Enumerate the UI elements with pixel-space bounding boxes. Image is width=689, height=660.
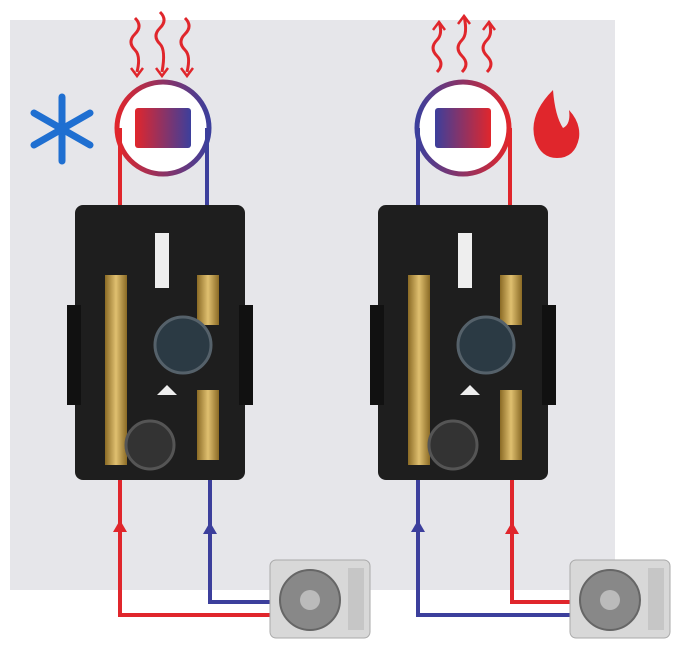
- flame-icon: [533, 90, 580, 158]
- pump-station: [65, 203, 255, 482]
- arrow-down-icon: [411, 520, 425, 532]
- supply-line: [510, 480, 572, 604]
- cooling-circuit: [30, 10, 371, 639]
- radiator-icon: [435, 108, 491, 148]
- pump-station: [368, 203, 558, 482]
- outdoor-heat-pump-unit: [569, 559, 671, 639]
- return-line: [208, 480, 272, 604]
- arrow-up-icon: [203, 522, 217, 534]
- outdoor-heat-pump-unit: [269, 559, 371, 639]
- arrow-down-icon: [113, 520, 127, 532]
- heating-circuit: [368, 13, 671, 639]
- arrow-up-icon: [505, 522, 519, 534]
- wavy-arrows-out: [431, 13, 496, 74]
- wavy-arrows-in: [129, 10, 194, 79]
- snowflake-icon: [30, 93, 94, 165]
- radiator-icon: [135, 108, 191, 148]
